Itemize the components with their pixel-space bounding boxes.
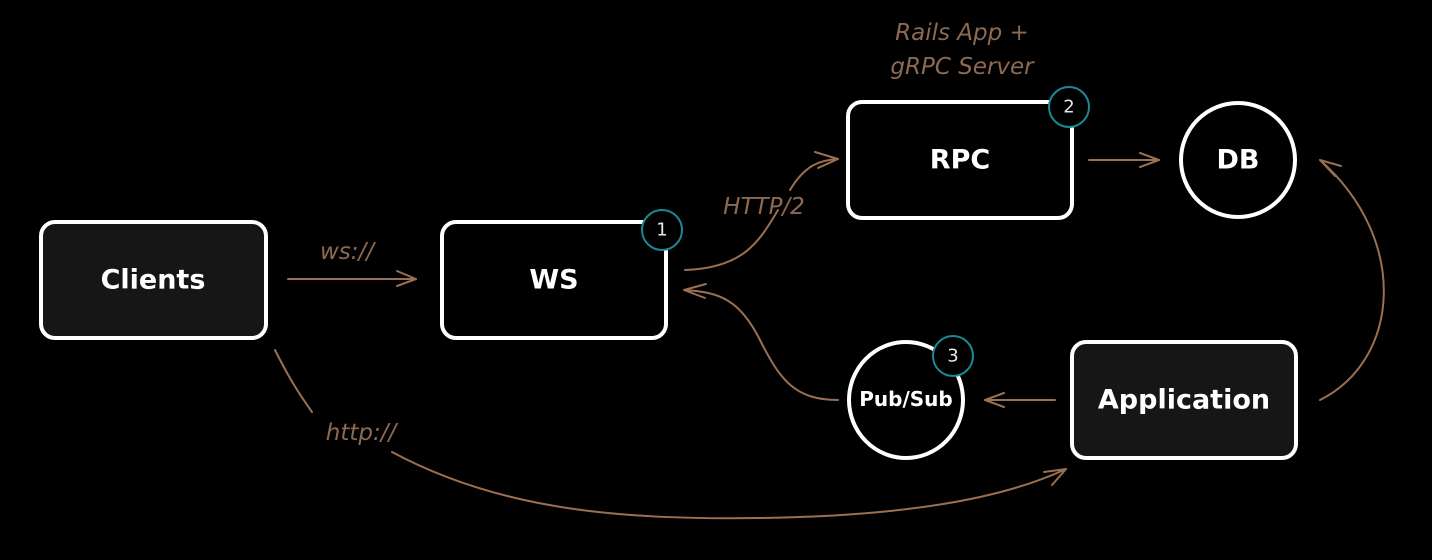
node-application[interactable]: Application bbox=[1070, 340, 1298, 460]
edge-clients-application bbox=[274, 349, 1067, 520]
edge-ws-rpc-label: HTTP/2 bbox=[723, 194, 805, 220]
node-rpc-label: RPC bbox=[930, 145, 990, 176]
node-db[interactable]: DB bbox=[1179, 101, 1297, 219]
node-application-label: Application bbox=[1098, 385, 1270, 416]
badge-pubsub: 3 bbox=[932, 335, 974, 377]
node-clients[interactable]: Clients bbox=[39, 220, 268, 340]
edge-clients-application-label: http:// bbox=[326, 420, 399, 446]
badge-pubsub-number: 3 bbox=[947, 346, 958, 367]
edge-ws-rpc bbox=[684, 151, 839, 271]
node-db-label: DB bbox=[1217, 145, 1260, 176]
badge-ws: 1 bbox=[641, 209, 683, 251]
node-pubsub[interactable]: Pub/Sub bbox=[847, 340, 965, 460]
edge-rpc-db bbox=[1088, 152, 1160, 168]
edge-application-pubsub bbox=[984, 392, 1056, 408]
rpc-caption-line2: gRPC Server bbox=[890, 54, 1035, 80]
node-rpc[interactable]: RPC bbox=[846, 100, 1074, 220]
edge-application-db bbox=[1319, 159, 1385, 401]
badge-rpc: 2 bbox=[1048, 86, 1090, 128]
badge-rpc-number: 2 bbox=[1063, 97, 1074, 118]
rpc-caption-line1: Rails App + bbox=[895, 20, 1029, 46]
edge-clients-ws bbox=[287, 270, 417, 287]
node-ws-label: WS bbox=[529, 265, 578, 296]
edge-pubsub-ws bbox=[683, 283, 839, 401]
node-clients-label: Clients bbox=[101, 265, 206, 296]
node-pubsub-label: Pub/Sub bbox=[859, 387, 952, 411]
badge-ws-number: 1 bbox=[656, 220, 667, 241]
node-ws[interactable]: WS bbox=[440, 220, 668, 340]
edge-clients-ws-label: ws:// bbox=[320, 239, 376, 265]
